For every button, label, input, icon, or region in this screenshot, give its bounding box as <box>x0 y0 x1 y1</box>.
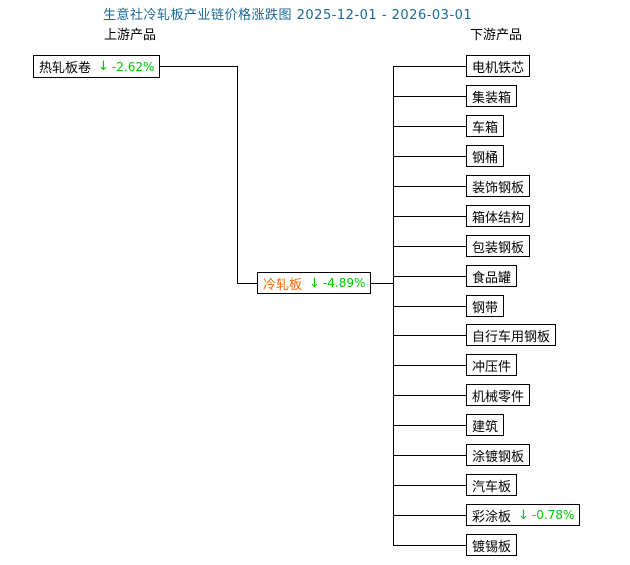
downstream-product-box[interactable]: 钢带 <box>466 295 505 317</box>
downstream-column-header: 下游产品 <box>470 28 523 43</box>
downstream-product-box[interactable]: 汽车板 <box>466 474 518 496</box>
downstream-connector-line <box>394 216 467 217</box>
downstream-connector-line <box>394 335 467 336</box>
chart-title: 生意社冷轧板产业链价格涨跌图 2025-12-01 - 2026-03-01 <box>103 8 473 23</box>
downstream-product-box[interactable]: 装饰钢板 <box>466 175 531 197</box>
downstream-connector-line <box>394 246 467 247</box>
downstream-product-label: 电机铁芯 <box>472 60 525 76</box>
downstream-connector-line <box>394 425 467 426</box>
downstream-connector-line <box>394 515 467 516</box>
downstream-product-box[interactable]: 机械零件 <box>466 384 531 406</box>
downstream-product-box[interactable]: 涂镀钢板 <box>466 444 531 466</box>
downstream-product-box[interactable]: 自行车用钢板 <box>466 324 557 346</box>
downstream-product-box[interactable]: 冲压件 <box>466 354 518 376</box>
downstream-connector-line <box>394 545 467 546</box>
downstream-product-label: 食品罐 <box>472 270 512 286</box>
downstream-change: ↓-0.78% <box>518 508 574 523</box>
downstream-product-box[interactable]: 包装钢板 <box>466 235 531 257</box>
downstream-product-box[interactable]: 集装箱 <box>466 85 518 107</box>
upstream-change: ↓-2.62% <box>98 59 154 74</box>
downstream-product-label: 装饰钢板 <box>472 180 525 196</box>
upstream-product-label: 热轧板卷 <box>39 61 92 76</box>
downstream-connector-line <box>394 156 467 157</box>
downstream-product-box[interactable]: 建筑 <box>466 414 505 436</box>
downstream-product-label: 机械零件 <box>472 389 525 405</box>
downstream-product-label: 镀锡板 <box>472 539 512 555</box>
downstream-product-label: 汽车板 <box>472 479 512 495</box>
downstream-connector-line <box>394 485 467 486</box>
upstream-column-header: 上游产品 <box>104 28 157 43</box>
downstream-product-box[interactable]: 食品罐 <box>466 265 518 287</box>
connector-upstream-horizontal <box>150 66 238 67</box>
downstream-product-label: 集装箱 <box>472 90 512 106</box>
downstream-connector-line <box>394 66 467 67</box>
downstream-connector-line <box>394 306 467 307</box>
downstream-product-label: 包装钢板 <box>472 240 525 256</box>
downstream-connector-line <box>394 455 467 456</box>
connector-upstream-vertical <box>237 66 238 284</box>
downstream-product-label: 钢带 <box>472 300 499 316</box>
downstream-product-label: 箱体结构 <box>472 210 525 226</box>
downstream-product-box[interactable]: 电机铁芯 <box>466 55 531 77</box>
downstream-product-box[interactable]: 彩涂板 ↓-0.78% <box>466 504 581 526</box>
downstream-product-box[interactable]: 镀锡板 <box>466 534 518 556</box>
downstream-change-value: -0.78% <box>531 508 575 522</box>
connector-into-focus <box>237 283 261 284</box>
down-arrow-icon: ↓ <box>309 275 320 291</box>
downstream-connector-line <box>394 126 467 127</box>
focus-product-label: 冷轧板 <box>263 277 303 293</box>
focus-change: ↓-4.89% <box>309 276 365 291</box>
downstream-product-label: 建筑 <box>472 419 499 435</box>
down-arrow-icon: ↓ <box>518 507 529 523</box>
downstream-product-box[interactable]: 车箱 <box>466 115 505 137</box>
connector-trunk-vertical <box>393 66 394 546</box>
downstream-product-box[interactable]: 箱体结构 <box>466 205 531 227</box>
downstream-connector-line <box>394 395 467 396</box>
downstream-product-box[interactable]: 钢桶 <box>466 145 505 167</box>
downstream-connector-line <box>394 276 467 277</box>
focus-change-value: -4.89% <box>322 276 366 290</box>
downstream-product-label: 涂镀钢板 <box>472 449 525 465</box>
downstream-connector-line <box>394 186 467 187</box>
focus-product-box[interactable]: 冷轧板 ↓-4.89% <box>257 272 372 294</box>
connector-out-of-focus <box>365 283 394 284</box>
downstream-product-label: 自行车用钢板 <box>472 329 551 345</box>
downstream-product-label: 冲压件 <box>472 359 512 375</box>
downstream-product-label: 车箱 <box>472 120 499 136</box>
upstream-change-value: -2.62% <box>111 59 155 74</box>
downstream-product-label: 钢桶 <box>472 150 499 166</box>
upstream-product-box[interactable]: 热轧板卷 ↓-2.62% <box>33 55 161 78</box>
downstream-product-label: 彩涂板 <box>472 509 512 525</box>
down-arrow-icon: ↓ <box>98 59 109 74</box>
downstream-connector-line <box>394 96 467 97</box>
downstream-connector-line <box>394 365 467 366</box>
